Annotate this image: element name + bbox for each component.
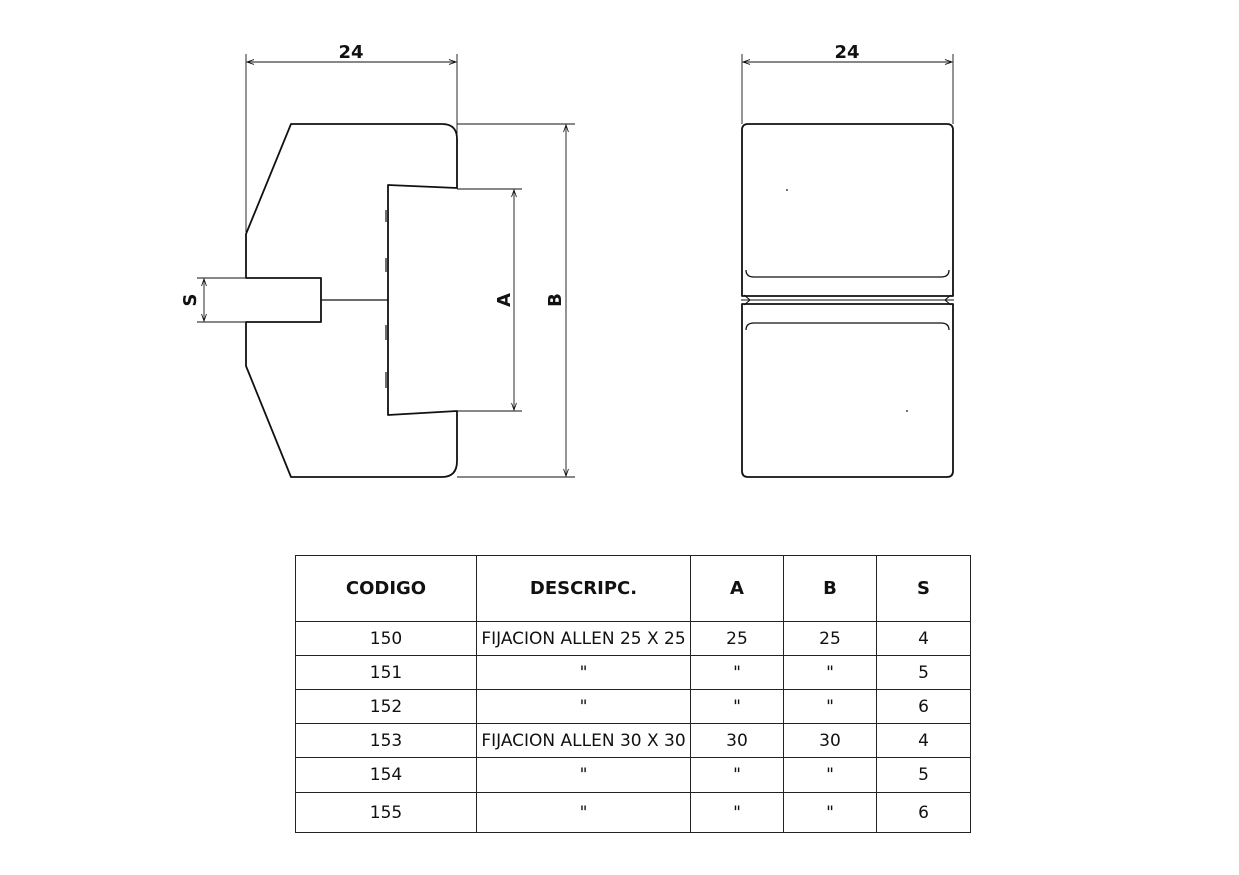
cell-b: 30 xyxy=(783,723,877,758)
front-view-upper-block xyxy=(741,123,954,297)
s-dimension-label: S xyxy=(180,294,201,307)
cell-s: 6 xyxy=(876,792,971,833)
cell-codigo: 153 xyxy=(295,723,477,758)
cell-codigo: 152 xyxy=(295,689,477,724)
a-dimension xyxy=(457,188,522,412)
a-dimension-label: A xyxy=(494,293,515,307)
header-a: A xyxy=(690,555,784,622)
cell-b: 25 xyxy=(783,621,877,656)
cell-a: 25 xyxy=(690,621,784,656)
table-row: 155 " " " 6 xyxy=(295,792,971,833)
cell-a: " xyxy=(690,757,784,793)
header-b: B xyxy=(783,555,877,622)
cell-descripcion: " xyxy=(476,655,691,690)
header-codigo: CODIGO xyxy=(295,555,477,622)
s-dimension xyxy=(197,277,246,323)
cell-descripcion: FIJACION ALLEN 25 X 25 xyxy=(476,621,691,656)
cell-codigo: 151 xyxy=(295,655,477,690)
cell-s: 6 xyxy=(876,689,971,724)
front-view-point-mark xyxy=(786,189,788,191)
cell-s: 5 xyxy=(876,655,971,690)
spec-table: CODIGO DESCRIPC. A B S 150 FIJACION ALLE… xyxy=(295,555,971,833)
front-view-gap-marks xyxy=(741,294,954,306)
cell-codigo: 150 xyxy=(295,621,477,656)
cell-b: " xyxy=(783,792,877,833)
cell-a: " xyxy=(690,792,784,833)
front-view-width-label: 24 xyxy=(834,42,859,63)
side-view: 24 S A B xyxy=(180,42,575,478)
side-view-width-dimension xyxy=(245,54,458,232)
front-view-width-dimension xyxy=(741,54,954,124)
cell-b: " xyxy=(783,655,877,690)
front-view-lower-block xyxy=(741,303,954,478)
table-row: 151 " " " 5 xyxy=(295,655,971,690)
table-row: 153 FIJACION ALLEN 30 X 30 30 30 4 xyxy=(295,723,971,758)
cell-b: " xyxy=(783,689,877,724)
cell-a: 30 xyxy=(690,723,784,758)
cell-a: " xyxy=(690,689,784,724)
front-view: 24 xyxy=(741,42,954,478)
cell-descripcion: FIJACION ALLEN 30 X 30 xyxy=(476,723,691,758)
table-row: 152 " " " 6 xyxy=(295,689,971,724)
b-dimension xyxy=(457,123,575,478)
cell-codigo: 155 xyxy=(295,792,477,833)
table-header-row: CODIGO DESCRIPC. A B S xyxy=(295,555,971,622)
cell-codigo: 154 xyxy=(295,757,477,793)
table-row: 150 FIJACION ALLEN 25 X 25 25 25 4 xyxy=(295,621,971,656)
side-view-profile xyxy=(245,123,458,478)
cell-descripcion: " xyxy=(476,689,691,724)
cell-descripcion: " xyxy=(476,792,691,833)
front-view-point-mark xyxy=(906,410,908,412)
front-view-upper-edge-line xyxy=(745,269,950,278)
cell-s: 5 xyxy=(876,757,971,793)
technical-drawing: 24 S A B xyxy=(180,42,954,478)
cell-s: 4 xyxy=(876,621,971,656)
side-view-width-label: 24 xyxy=(338,42,363,63)
cell-descripcion: " xyxy=(476,757,691,793)
header-s: S xyxy=(876,555,971,622)
front-view-lower-edge-line xyxy=(745,322,950,331)
cell-b: " xyxy=(783,757,877,793)
cell-a: " xyxy=(690,655,784,690)
table-row: 154 " " " 5 xyxy=(295,757,971,793)
b-dimension-label: B xyxy=(545,293,566,307)
cell-s: 4 xyxy=(876,723,971,758)
header-descripcion: DESCRIPC. xyxy=(476,555,691,622)
